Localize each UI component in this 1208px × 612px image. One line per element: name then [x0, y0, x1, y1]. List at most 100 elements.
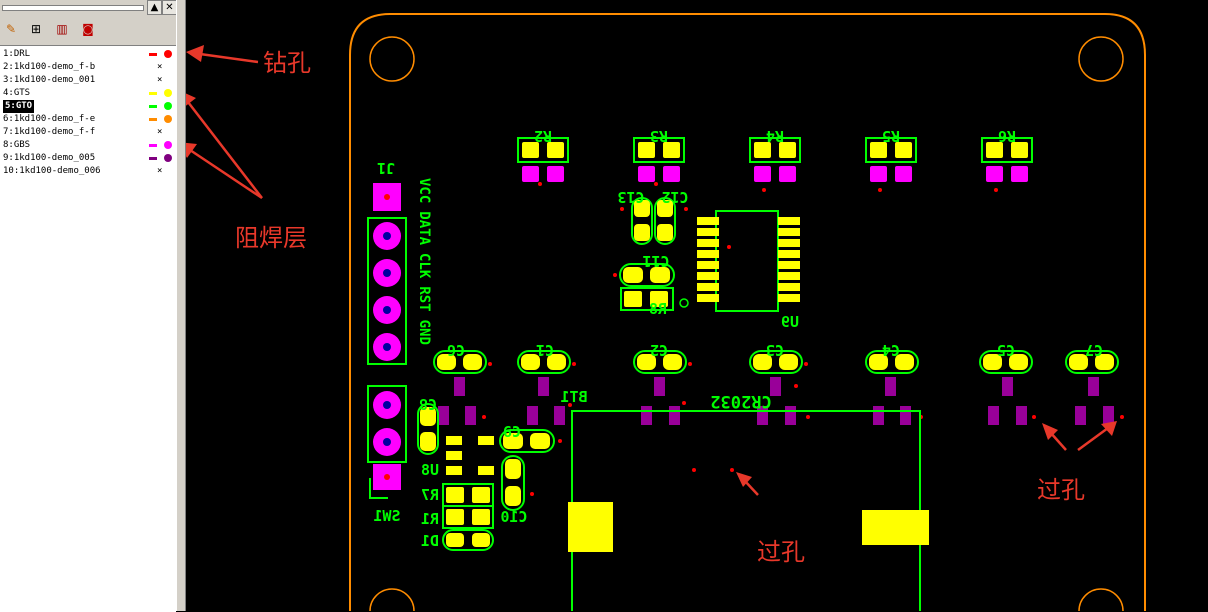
- layer-label: 6:1kd100-demo_f-e: [3, 114, 96, 124]
- label-c6: C6: [447, 341, 465, 359]
- label-c10: C10: [500, 508, 527, 526]
- layer-row[interactable]: 8:GBS: [2, 139, 174, 152]
- label-u8: U8: [421, 461, 439, 479]
- label-j1: J1: [377, 159, 395, 177]
- label-c9: C9: [503, 422, 521, 440]
- mount-hole: [1078, 588, 1124, 611]
- capacitor-c9: [499, 429, 555, 453]
- layer-row[interactable]: 10:1kd100-demo_006 ×: [2, 165, 174, 178]
- label-c8: C8: [419, 395, 437, 413]
- layer-hidden-icon[interactable]: ×: [157, 127, 163, 137]
- panel-scrollbar[interactable]: [2, 5, 144, 11]
- layer-row[interactable]: 4:GTS: [2, 87, 174, 100]
- layer-color-swatch[interactable]: [149, 118, 157, 121]
- layer-label: 7:1kd100-demo_f-f: [3, 127, 96, 137]
- layer-visible-icon[interactable]: [164, 89, 172, 97]
- capacitor-c11: [613, 263, 675, 287]
- annotation-drill: 钻孔: [263, 49, 311, 77]
- label-c12: C12: [661, 188, 688, 206]
- label-c3: C3: [766, 341, 784, 359]
- layer-row[interactable]: 7:1kd100-demo_f-f ×: [2, 126, 174, 139]
- layer-row[interactable]: 9:1kd100-demo_005: [2, 152, 174, 165]
- ic-u9: [679, 210, 800, 312]
- board-outline: [349, 13, 1146, 611]
- layer-hidden-icon[interactable]: ×: [157, 75, 163, 85]
- label-r6: R6: [998, 127, 1016, 145]
- layer-visible-icon[interactable]: [164, 141, 172, 149]
- pin-labels: VCCDATACLKRSTGND: [416, 178, 432, 345]
- layer-label: 1:DRL: [3, 49, 31, 59]
- pin-label-vcc: VCC: [416, 178, 432, 203]
- layer-hidden-icon[interactable]: ×: [157, 62, 163, 72]
- label-cr2032: CR2032: [710, 391, 771, 411]
- mask-openings: [438, 377, 1114, 425]
- resistors-r7-r1-d1: [442, 483, 494, 551]
- layer-row[interactable]: 2:1kd100-demo_f-b ×: [2, 61, 174, 74]
- layer-label: 9:1kd100-demo_005: [3, 153, 96, 163]
- capacitor-row: [433, 350, 1119, 374]
- layer-hidden-icon[interactable]: ×: [157, 166, 163, 176]
- label-u9: U9: [781, 313, 799, 331]
- capacitor-c13-c12: [620, 197, 688, 245]
- pcb-canvas[interactable]: R2 R3 R4 R5 R6 C13 C12 C11 R8 U9 J1 C6 C…: [186, 0, 1208, 611]
- layer-row[interactable]: 1:DRL: [2, 48, 174, 61]
- panel-restore-button[interactable]: ▲: [147, 0, 162, 15]
- layer-row[interactable]: 3:1kd100-demo_001×: [2, 74, 174, 87]
- switch-sw1: [367, 385, 407, 499]
- label-c13: C13: [617, 188, 644, 206]
- pin-label-gnd: GND: [416, 320, 432, 345]
- annotation-arrows: [186, 45, 1117, 496]
- label-r7: R7: [421, 486, 439, 504]
- layer-color-swatch[interactable]: [149, 157, 157, 160]
- layer-label: 8:GBS: [3, 140, 31, 150]
- label-c5: C5: [997, 341, 1015, 359]
- label-sw1: SW1: [373, 507, 400, 525]
- pcb-drawing: R2 R3 R4 R5 R6 C13 C12 C11 R8 U9 J1 C6 C…: [186, 13, 1146, 611]
- broom-icon[interactable]: ✎: [5, 22, 17, 36]
- label-c1: C1: [536, 341, 554, 359]
- mount-hole: [1078, 36, 1124, 82]
- record-icon[interactable]: ◙: [82, 22, 94, 36]
- panel-splitter[interactable]: [176, 0, 186, 611]
- mount-hole: [369, 36, 415, 82]
- layer-color-swatch[interactable]: [149, 53, 157, 56]
- panel-close-button[interactable]: ✕: [162, 0, 177, 15]
- annotation-via-right: 过孔: [1037, 476, 1085, 504]
- label-c4: C4: [882, 341, 900, 359]
- layer-color-swatch[interactable]: [149, 105, 157, 108]
- pin-label-data: DATA: [416, 211, 432, 245]
- layer-visible-icon[interactable]: [164, 115, 172, 123]
- layer-visible-icon[interactable]: [164, 102, 172, 110]
- capacitor-c10: [501, 455, 525, 511]
- label-r2: R2: [534, 127, 552, 145]
- panel-header-bar: ▲ ✕: [0, 0, 177, 15]
- layer-color-swatch[interactable]: [149, 144, 157, 147]
- ic-u8: [446, 436, 494, 475]
- label-d1: D1: [421, 532, 439, 550]
- layer-toolbar: ✎ ⊞ ▥ ◙: [0, 15, 176, 45]
- label-r8: R8: [649, 300, 667, 318]
- layer-label: 10:1kd100-demo_006: [3, 166, 101, 176]
- layer-color-swatch[interactable]: [149, 92, 157, 95]
- battery-holder-bt1: [568, 410, 929, 611]
- layers-book-icon[interactable]: ▥: [56, 22, 68, 36]
- layer-label: 2:1kd100-demo_f-b: [3, 62, 96, 72]
- layer-visible-icon[interactable]: [164, 50, 172, 58]
- resistor-r8: [620, 287, 674, 311]
- label-c2: C2: [650, 341, 668, 359]
- annotation-via-center: 过孔: [757, 538, 805, 566]
- label-r1: R1: [421, 510, 439, 528]
- capacitor-c8: [417, 403, 439, 455]
- mount-hole: [369, 588, 415, 611]
- connector-j1: [367, 183, 407, 365]
- layer-row[interactable]: 5:GTO: [2, 100, 174, 113]
- layer-visible-icon[interactable]: [164, 154, 172, 162]
- label-c7: C7: [1085, 341, 1103, 359]
- add-layer-icon[interactable]: ⊞: [30, 22, 42, 36]
- pin-label-rst: RST: [416, 286, 432, 311]
- layer-row[interactable]: 6:1kd100-demo_f-e: [2, 113, 174, 126]
- label-r3: R3: [650, 127, 668, 145]
- label-r5: R5: [882, 127, 900, 145]
